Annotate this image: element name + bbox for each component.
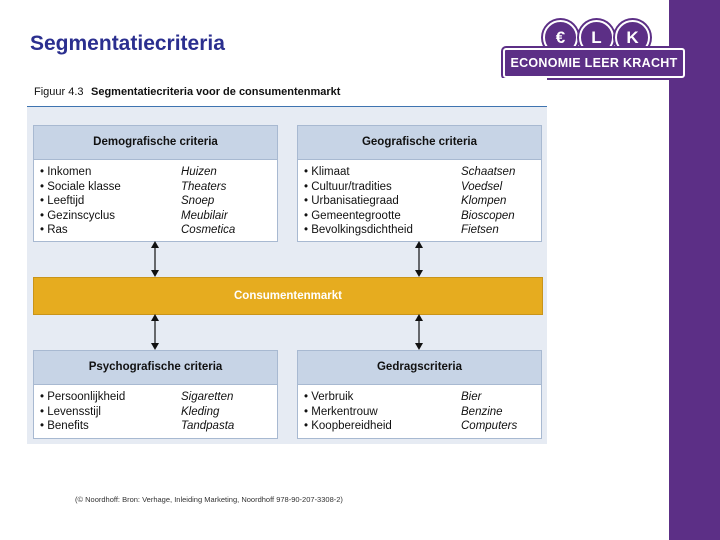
example: Tandpasta bbox=[181, 420, 235, 433]
criterion: • Cultuur/tradities bbox=[304, 180, 392, 193]
criterion: • Gezinscyclus bbox=[40, 209, 115, 222]
logo: € L K ECONOMIE LEER KRACHT bbox=[503, 20, 685, 80]
list-item: • Benefits Tandpasta bbox=[40, 419, 271, 434]
example: Kleding bbox=[181, 405, 220, 418]
criterion: • Leeftijd bbox=[40, 195, 85, 208]
side-bar bbox=[669, 0, 720, 540]
example: Sigaretten bbox=[181, 391, 234, 403]
figure-header: Figuur 4.3 Segmentatiecriteria voor de c… bbox=[27, 78, 547, 107]
list-item: • Leeftijd Snoep bbox=[40, 194, 271, 209]
double-arrow-icon bbox=[151, 241, 159, 277]
list-item: • Verbruik Bier bbox=[304, 390, 535, 405]
example: Cosmetica bbox=[181, 224, 236, 237]
criterion: • Inkomen bbox=[40, 166, 92, 178]
double-arrow-icon bbox=[151, 314, 159, 350]
criterion: • Gemeentegrootte bbox=[304, 209, 401, 222]
list-item: • Koopbereidheid Computers bbox=[304, 419, 535, 434]
list-item: • Inkomen Huizen bbox=[40, 165, 271, 180]
example: Computers bbox=[461, 420, 518, 433]
example: Voedsel bbox=[461, 180, 503, 193]
criterion: • Verbruik bbox=[304, 391, 354, 403]
box-title: Demografische criteria bbox=[34, 126, 277, 160]
source-credit: (© Noordhoff: Bron: Verhage, Inleiding M… bbox=[75, 495, 343, 504]
logo-text: ECONOMIE LEER KRACHT bbox=[503, 48, 685, 78]
consumer-market-box: Consumentenmarkt bbox=[33, 277, 543, 315]
box-geographic: Geografische criteria • Klimaat Schaatsen… bbox=[297, 125, 542, 242]
example: Huizen bbox=[181, 166, 217, 178]
box-psychographic: Psychografische criteria • Persoonlijkhe… bbox=[33, 350, 278, 439]
box-title: Gedragscriteria bbox=[298, 351, 541, 385]
list-item: • Bevolkingsdichtheid Fietsen bbox=[304, 223, 535, 238]
example: Benzine bbox=[461, 405, 503, 418]
double-arrow-icon bbox=[415, 241, 423, 277]
list-item: • Ras Cosmetica bbox=[40, 223, 271, 238]
list-item: • Klimaat Schaatsen bbox=[304, 165, 535, 180]
example: Theaters bbox=[181, 180, 227, 193]
criterion: • Bevolkingsdichtheid bbox=[304, 224, 413, 237]
list-item: • Gemeentegrootte Bioscopen bbox=[304, 209, 535, 224]
double-arrow-icon bbox=[415, 314, 423, 350]
list-item: • Persoonlijkheid Sigaretten bbox=[40, 390, 271, 405]
figure-number: Figuur 4.3 bbox=[34, 86, 84, 98]
example: Bioscopen bbox=[461, 209, 515, 222]
criterion: • Levensstijl bbox=[40, 405, 101, 418]
example: Meubilair bbox=[181, 209, 228, 222]
figure: Figuur 4.3 Segmentatiecriteria voor de c… bbox=[27, 78, 547, 444]
list-item: • Cultuur/tradities Voedsel bbox=[304, 180, 535, 195]
criterion: • Klimaat bbox=[304, 166, 350, 178]
example: Snoep bbox=[181, 195, 215, 208]
list-item: • Merkentrouw Benzine bbox=[304, 405, 535, 420]
example: Bier bbox=[461, 391, 482, 403]
criterion: • Ras bbox=[40, 224, 68, 237]
list-item: • Urbanisatiegraad Klompen bbox=[304, 194, 535, 209]
list-item: • Gezinscyclus Meubilair bbox=[40, 209, 271, 224]
box-behavioral: Gedragscriteria • Verbruik Bier • Merkent… bbox=[297, 350, 542, 439]
example: Schaatsen bbox=[461, 166, 516, 178]
slide-title: Segmentatiecriteria bbox=[30, 32, 225, 55]
list-item: • Sociale klasse Theaters bbox=[40, 180, 271, 195]
criterion: • Koopbereidheid bbox=[304, 420, 392, 433]
criterion: • Urbanisatiegraad bbox=[304, 195, 399, 208]
box-title: Geografische criteria bbox=[298, 126, 541, 160]
list-item: • Levensstijl Kleding bbox=[40, 405, 271, 420]
criterion: • Sociale klasse bbox=[40, 180, 121, 193]
figure-title: Segmentatiecriteria voor de consumentenm… bbox=[91, 86, 341, 98]
criterion: • Merkentrouw bbox=[304, 405, 378, 418]
box-title: Psychografische criteria bbox=[34, 351, 277, 385]
example: Klompen bbox=[461, 195, 507, 208]
criterion: • Persoonlijkheid bbox=[40, 391, 126, 403]
example: Fietsen bbox=[461, 224, 499, 237]
criterion: • Benefits bbox=[40, 420, 89, 433]
box-demographic: Demografische criteria • Inkomen Huizen •… bbox=[33, 125, 278, 242]
